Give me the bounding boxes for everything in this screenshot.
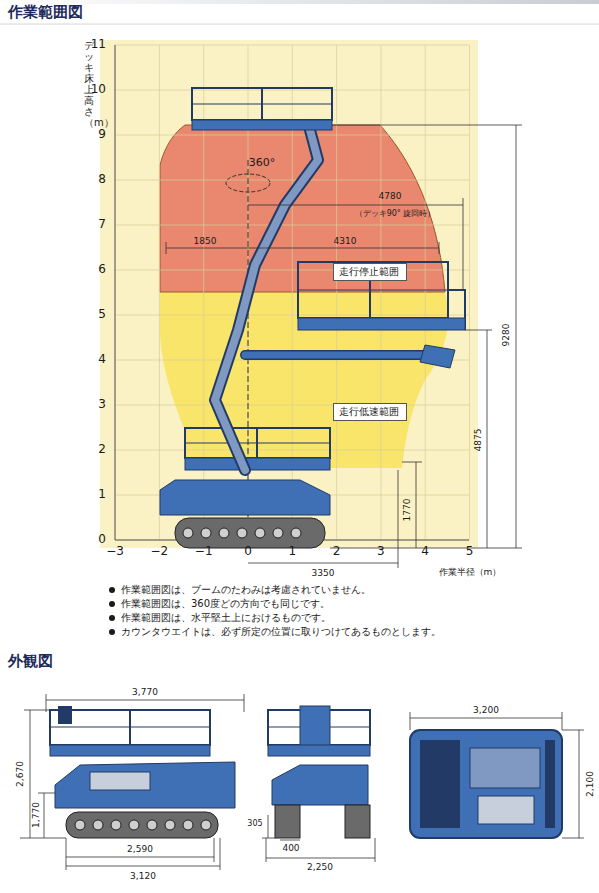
grid-line [380,45,381,540]
dimension: 2,100 [585,770,595,798]
grid-line [115,135,469,136]
stop-travel-region [160,125,445,292]
track-wheel [183,528,193,538]
axis-number: 1 [288,545,296,559]
grid-line [115,180,469,181]
axis-number: 9 [98,128,106,142]
axis-number: 4 [421,545,429,559]
track-wheel [93,820,103,830]
track-wheel [201,528,211,538]
grid-line [115,405,469,406]
dimension: 1850 [193,236,218,246]
axis-number: −2 [151,545,169,559]
track-wheel [273,528,283,538]
machine-chart [160,88,465,548]
dimension: 1,770 [31,801,41,829]
rotation-label: 360° [248,157,277,170]
header-bar [0,0,599,4]
axis-number: 5 [466,545,474,559]
axis-number: 0 [98,533,106,547]
grid-line [115,315,469,316]
axis-title: 作業半径（m） [439,567,502,577]
dimension: 3,770 [131,687,159,697]
bullets [109,587,115,635]
dimension: 9280 [501,323,511,348]
section-title: 外観図 [8,653,53,670]
dimension: 4310 [333,236,358,246]
axis-number: 3 [377,545,385,559]
axis-number: 1 [98,488,106,502]
chart-ground [100,40,478,548]
note: 作業範囲図は、360度どの方向でも同じです。 [121,598,330,610]
region-label-box: 走行低速範囲 [333,403,407,421]
dimension: 3350 [311,568,336,578]
dimension: 3,120 [129,871,157,881]
note: カウンタウエイトは、必ず所定の位置に取りつけてあるものとします。 [121,626,441,638]
note: 作業範囲図は、水平堅土上におけるものです。 [121,612,331,624]
side-view [50,706,235,838]
track-wheel [75,820,85,830]
axis-number: 0 [244,545,252,559]
axis-number: 4 [98,353,106,367]
dimension-lines [166,125,522,568]
track-wheel [147,820,157,830]
dimension: 3,200 [472,705,500,715]
grid-line [469,45,470,540]
dimension: 400 [281,843,300,853]
track-wheel [201,820,211,830]
grid-line [115,225,469,226]
region-label: 走行停止範囲 [339,266,399,277]
axis-number: 2 [333,545,341,559]
outline-dimensions [20,694,584,870]
grid-line [425,45,426,540]
track-wheel [183,820,193,830]
region-label-box: 走行停止範囲 [333,263,407,281]
dimension-note: （デッキ90° 旋回時） [354,209,437,218]
track-wheel [291,528,301,538]
top-view [410,730,562,838]
axis-line [115,45,116,540]
dimension: 2,250 [306,862,334,872]
section-title: 作業範囲図 [8,4,83,21]
grid-line [115,90,469,91]
grid-line [159,45,160,540]
axis-number: −3 [106,545,124,559]
dimension: 2,670 [15,760,25,788]
region-label: 走行低速範囲 [339,406,399,417]
axis-number: 5 [98,308,106,322]
track-wheel [129,820,139,830]
track-wheel [165,820,175,830]
track-wheel [255,528,265,538]
axis-number: 8 [98,173,106,187]
header-rule [0,24,599,25]
dimension: 4780 [378,191,403,201]
dimension: 1770 [402,498,412,523]
track-wheel [111,820,121,830]
grid-line [115,450,469,451]
grid-line [115,45,116,540]
dimension: 4875 [473,428,483,453]
track-wheel [219,528,229,538]
grid-line [115,45,469,46]
axis-number: 6 [98,263,106,277]
axis-title: デッキ床上高さ（m） [84,40,94,128]
front-view [268,706,370,838]
axis-number: 2 [98,443,106,457]
note: 作業範囲図は、ブームのたわみは考慮されていません。 [121,584,371,596]
axis-number: 3 [98,398,106,412]
dimension: 305 [246,819,263,828]
grid-line [336,45,337,540]
track-wheel [237,528,247,538]
axis-number: 7 [98,218,106,232]
grid-line [115,270,469,271]
axis-number: −1 [195,545,213,559]
dimension: 2,590 [126,844,154,854]
